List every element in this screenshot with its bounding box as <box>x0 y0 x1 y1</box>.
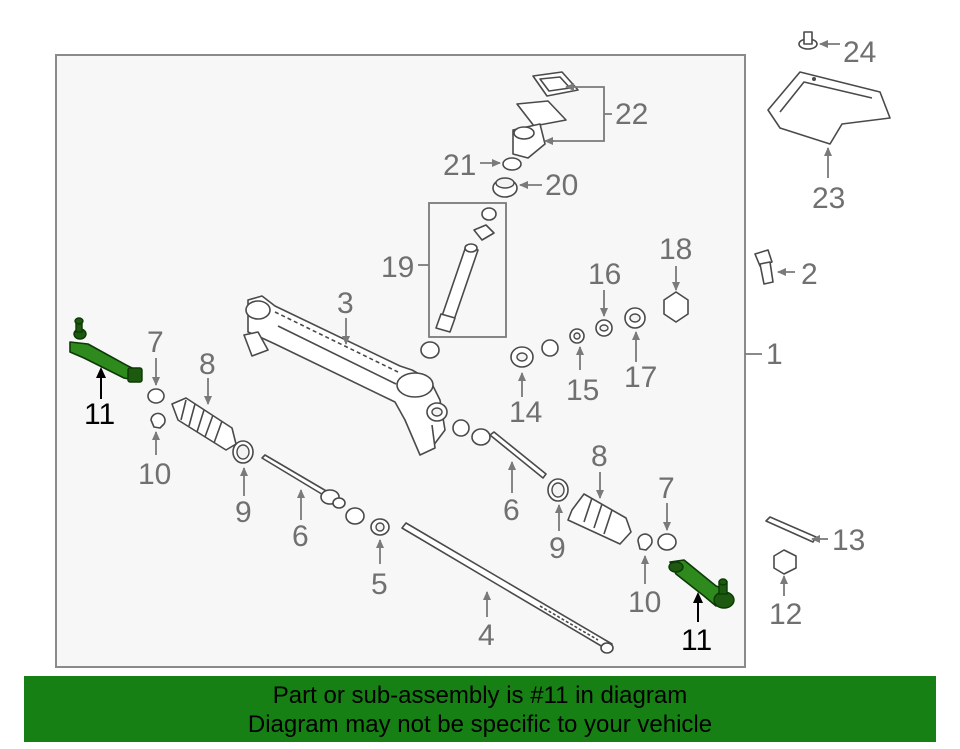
callout-21: 21 <box>443 149 476 182</box>
part-12-nut <box>773 549 797 575</box>
part-3-housing <box>243 295 448 456</box>
part-19-seal <box>420 341 440 359</box>
callout-9-right: 9 <box>549 532 566 565</box>
callout-10-left: 10 <box>138 458 171 491</box>
part-6-inner-rod-left <box>261 454 346 509</box>
callout-15: 15 <box>566 374 599 407</box>
callout-18: 18 <box>659 233 692 266</box>
callout-8-left: 8 <box>199 348 216 381</box>
part-19-pinion <box>435 207 497 333</box>
callout-20: 20 <box>545 169 578 202</box>
part-2-bolt <box>754 249 774 285</box>
part-ring-left <box>345 507 365 525</box>
part-18-nut <box>663 291 689 323</box>
banner-line-1: Part or sub-assembly is #11 in diagram <box>272 682 688 709</box>
callout-13: 13 <box>832 524 865 557</box>
callout-11-right: 11 <box>681 624 712 657</box>
callout-10-right: 10 <box>628 586 661 619</box>
part-15-collar <box>569 328 585 344</box>
part-spacer <box>541 339 559 357</box>
part-23-bracket <box>767 71 891 145</box>
part-17-bushing <box>624 307 646 329</box>
part-7-clamp-right <box>657 533 677 551</box>
part-13-bolt <box>765 516 817 543</box>
part-7-clamp-left <box>147 388 165 404</box>
part-10-clip-right <box>637 533 653 551</box>
callout-24: 24 <box>843 36 876 69</box>
part-ring-right <box>452 419 470 437</box>
callout-19: 19 <box>381 251 414 284</box>
callout-7-left: 7 <box>147 326 164 359</box>
callout-6-right: 6 <box>503 494 520 527</box>
info-banner: Part or sub-assembly is #11 in diagram D… <box>24 676 936 742</box>
callout-9-left: 9 <box>235 496 252 529</box>
callout-14: 14 <box>509 396 542 429</box>
banner-line-2: Diagram may not be specific to your vehi… <box>247 711 713 738</box>
part-22-cover <box>512 71 579 159</box>
callout-16: 16 <box>588 258 621 291</box>
callout-2: 2 <box>801 258 818 291</box>
callout-22: 22 <box>615 98 648 131</box>
callout-1: 1 <box>766 338 783 371</box>
part-8-boot-right <box>567 493 632 545</box>
callout-8-right: 8 <box>591 440 608 473</box>
callout-11-left: 11 <box>84 398 115 431</box>
callout-17: 17 <box>624 361 657 394</box>
callout-3: 3 <box>337 287 354 320</box>
callout-6-left: 6 <box>292 520 309 553</box>
part-22-bracket <box>552 86 612 142</box>
part-5-bushing <box>370 518 390 536</box>
part-16-washer <box>595 319 613 337</box>
callout-5: 5 <box>371 568 388 601</box>
part-6-inner-rod-right <box>471 428 547 479</box>
part-20-bushing <box>492 177 518 198</box>
assembly-frame <box>55 54 746 668</box>
callout-7-right: 7 <box>658 472 675 505</box>
part-19-box <box>428 202 507 338</box>
part-10-clip-left <box>150 412 166 429</box>
part-11-tie-rod-end-left <box>69 317 143 383</box>
callout-4: 4 <box>478 619 495 652</box>
part-4-rack-bar <box>401 522 614 654</box>
part-21-washer <box>502 157 522 171</box>
callout-23: 23 <box>812 182 845 215</box>
part-11-tie-rod-end-right <box>668 559 735 609</box>
part-14-bushing <box>510 346 534 368</box>
callout-12: 12 <box>769 598 802 631</box>
part-24-bolt <box>798 31 818 50</box>
